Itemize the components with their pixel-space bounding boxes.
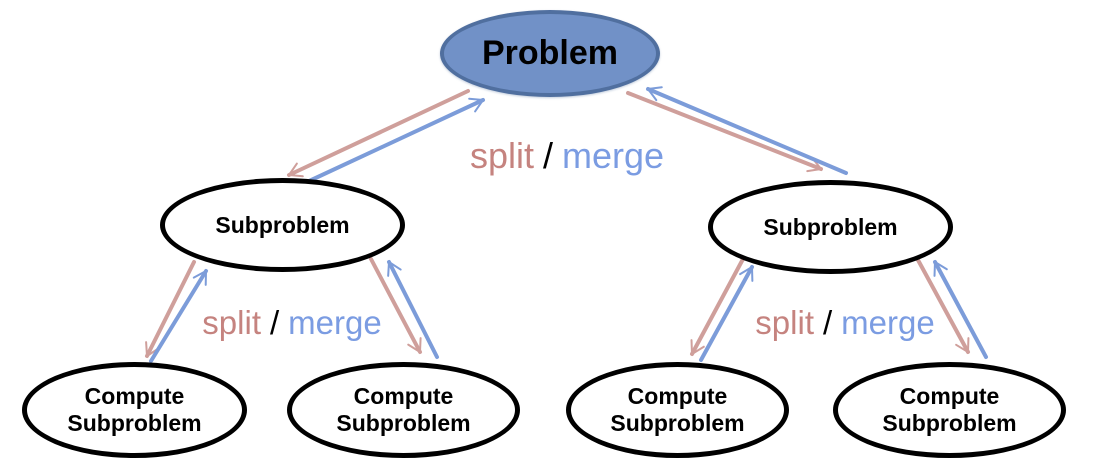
- node-compute-4-label-line1: Compute: [899, 382, 1000, 409]
- node-problem-label: Problem: [481, 34, 619, 72]
- merge-arrow-compute-4-to-right-subproblem: [933, 260, 988, 359]
- merge-arrow-compute-1-to-left-subproblem: [149, 269, 208, 363]
- split-merge-separator-right: /: [822, 304, 833, 341]
- edge-label-split-merge-left: split/merge: [202, 304, 381, 342]
- split-arrow-right-subproblem-to-compute-3: [690, 257, 745, 356]
- node-compute-subproblem-1: Compute Subproblem: [22, 362, 247, 458]
- node-subproblem-left: Subproblem: [160, 178, 405, 272]
- node-subproblem-right-label: Subproblem: [763, 213, 898, 240]
- node-compute-3-label-line1: Compute: [627, 382, 728, 409]
- node-compute-subproblem-4: Compute Subproblem: [833, 362, 1066, 458]
- merge-label-left: merge: [288, 304, 382, 341]
- edge-label-split-merge-top: split/merge: [470, 135, 664, 177]
- split-merge-separator-left: /: [269, 304, 280, 341]
- node-compute-3-label-line2: Subproblem: [610, 410, 745, 436]
- split-merge-separator-top: /: [542, 135, 553, 176]
- node-compute-1-label-line2: Subproblem: [67, 410, 202, 436]
- node-compute-1-label-line1: Compute: [84, 382, 185, 409]
- merge-arrow-right-subproblem-to-problem: [646, 86, 848, 175]
- node-compute-subproblem-2: Compute Subproblem: [287, 362, 520, 458]
- node-compute-2-label-line2: Subproblem: [336, 410, 471, 436]
- merge-arrow-left-subproblem-to-problem: [305, 97, 485, 184]
- node-subproblem-right: Subproblem: [708, 180, 953, 274]
- split-label-top: split: [469, 135, 534, 176]
- node-compute-2-label-line1: Compute: [353, 382, 454, 409]
- node-problem: Problem: [440, 10, 660, 97]
- edge-label-split-merge-right: split/merge: [755, 304, 934, 342]
- split-arrow-left-subproblem-to-compute-1: [145, 260, 196, 358]
- merge-label-right: merge: [841, 304, 935, 341]
- split-label-right: split: [755, 304, 814, 341]
- split-label-left: split: [202, 304, 261, 341]
- merge-arrow-compute-3-to-right-subproblem: [699, 265, 754, 362]
- split-arrow-problem-to-left-subproblem: [287, 89, 470, 178]
- merge-arrow-compute-2-to-left-subproblem: [387, 260, 439, 359]
- node-compute-4-label-line2: Subproblem: [882, 410, 1017, 436]
- merge-label-top: merge: [562, 135, 665, 176]
- node-subproblem-left-label: Subproblem: [215, 211, 350, 238]
- node-compute-subproblem-3: Compute Subproblem: [566, 362, 789, 458]
